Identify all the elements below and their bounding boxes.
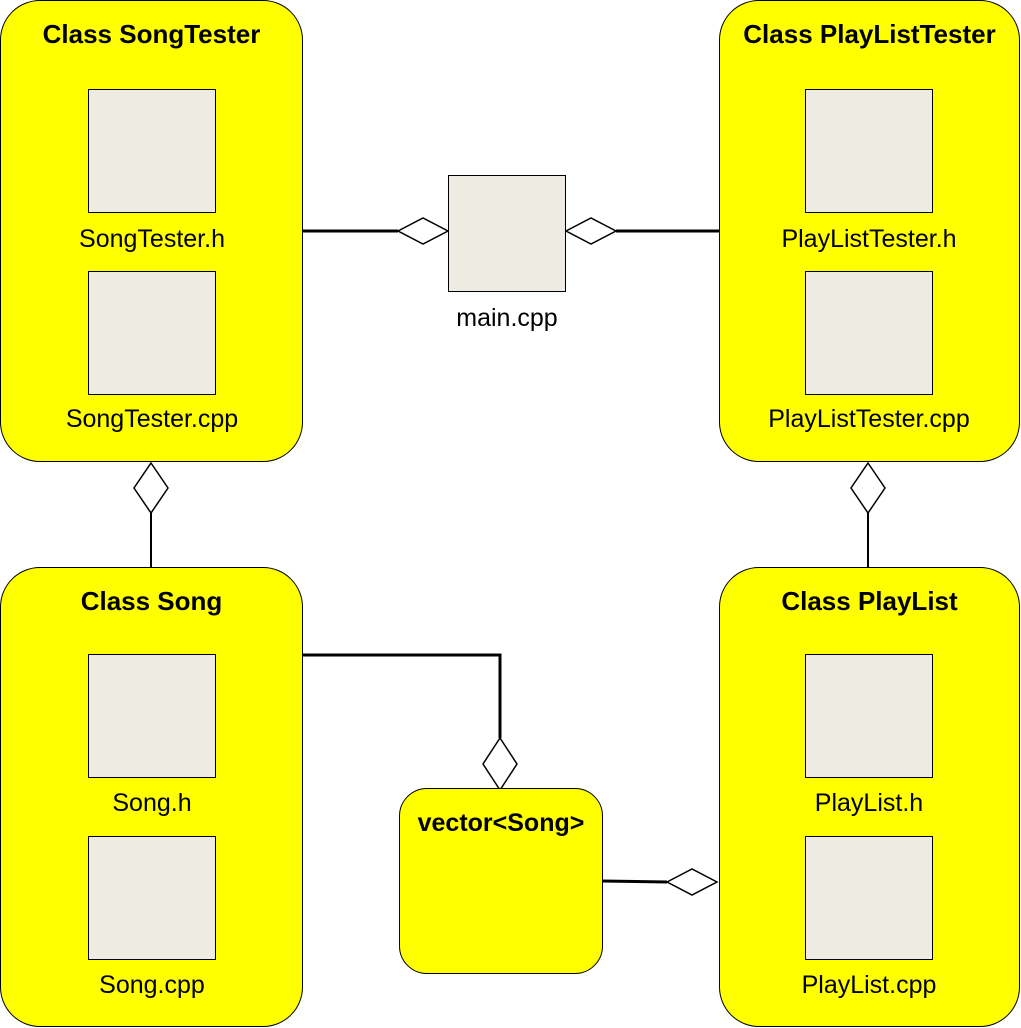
vector-song-box: vector<Song> — [399, 788, 603, 974]
aggregation-diamond-playlist — [665, 868, 719, 896]
aggregation-diamond-songtester — [133, 461, 169, 515]
song-cpp-label: Song.cpp — [99, 971, 205, 999]
song-cpp-icon — [88, 836, 216, 960]
class-playlist-title: Class PlayList — [781, 586, 958, 616]
playlist-cpp-icon — [805, 836, 933, 960]
vector-song-title: vector<Song> — [417, 809, 585, 837]
playlisttester-cpp-icon — [805, 271, 933, 395]
songtester-cpp-icon — [88, 271, 216, 395]
playlist-h-icon — [805, 654, 933, 778]
connector-song-vector — [302, 653, 502, 738]
class-songtester-title: Class SongTester — [42, 19, 261, 49]
main-cpp-label: main.cpp — [456, 304, 558, 332]
song-h-icon — [88, 654, 216, 778]
main-cpp-icon — [448, 175, 566, 292]
playlist-h-label: PlayList.h — [814, 789, 924, 817]
class-song-title: Class Song — [80, 586, 223, 616]
playlisttester-h-label: PlayListTester.h — [781, 225, 957, 253]
playlisttester-h-icon — [805, 89, 933, 213]
songtester-cpp-label: SongTester.cpp — [65, 405, 239, 433]
playlisttester-cpp-label: PlayListTester.cpp — [768, 405, 970, 433]
aggregation-diamond-playlisttester — [850, 461, 886, 515]
aggregation-diamond-main-right — [564, 217, 618, 245]
songtester-h-label: SongTester.h — [79, 225, 225, 253]
songtester-h-icon — [88, 89, 216, 213]
class-playlisttester-title: Class PlayListTester — [743, 19, 996, 49]
aggregation-diamond-vector — [482, 736, 518, 792]
song-h-label: Song.h — [112, 789, 192, 817]
playlist-cpp-label: PlayList.cpp — [801, 971, 937, 999]
connector-vector-playlist — [601, 879, 668, 884]
aggregation-diamond-main-left — [396, 217, 450, 245]
